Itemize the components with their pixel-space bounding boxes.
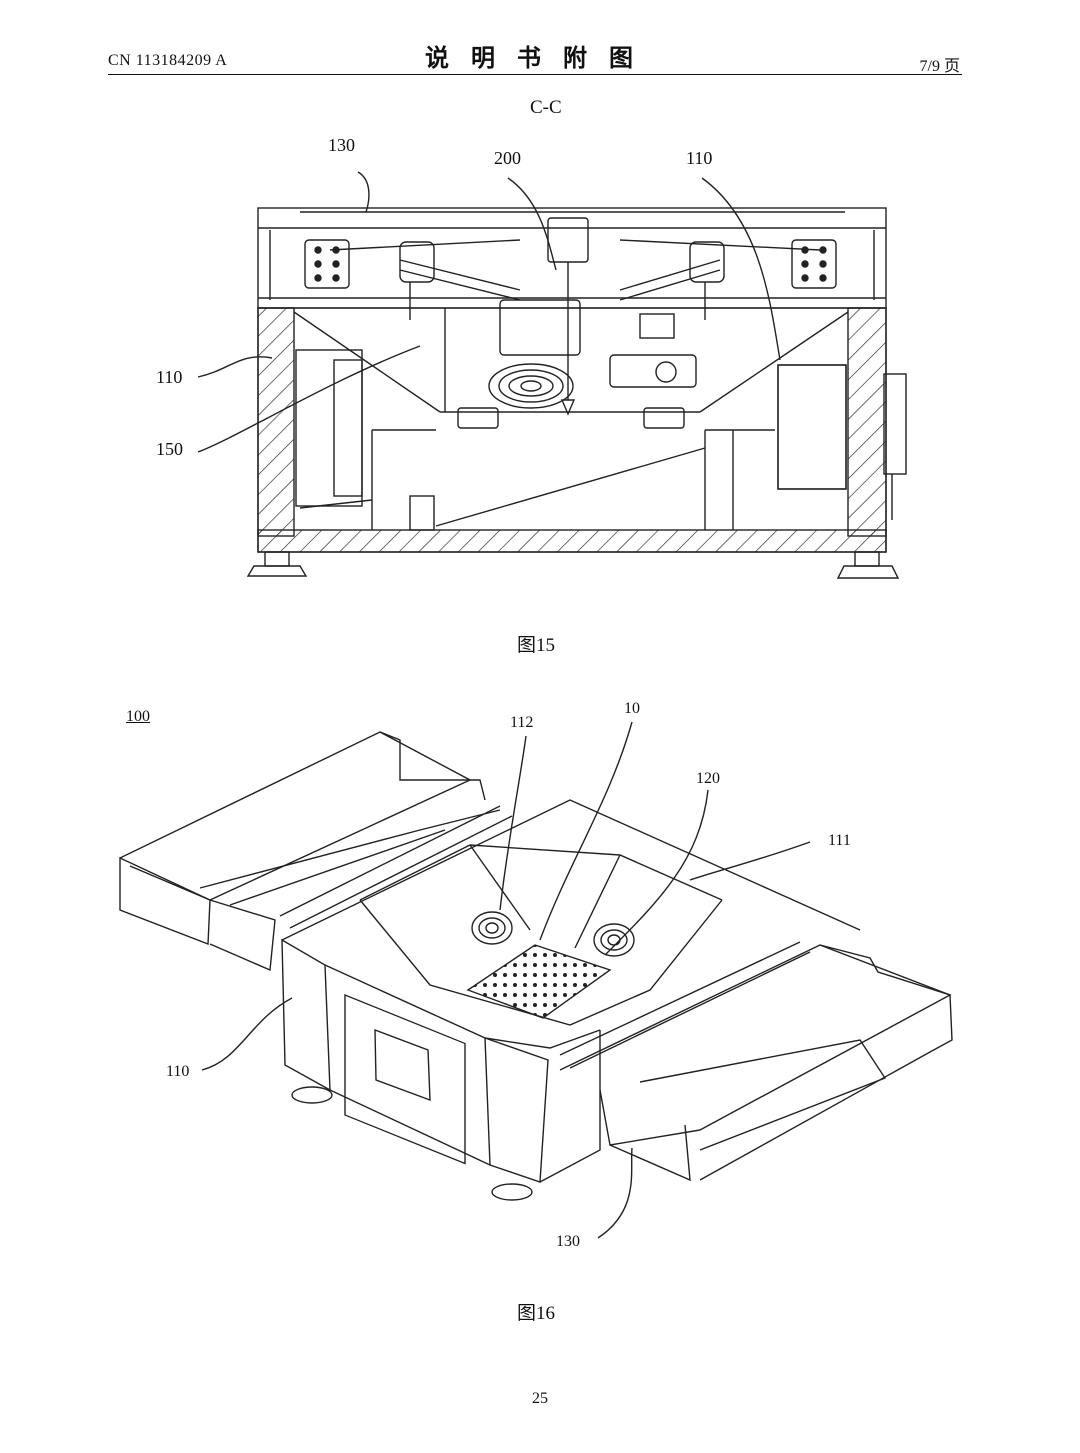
fig15-label-200: 200 xyxy=(494,148,521,168)
publication-number: CN 113184209 A xyxy=(108,52,228,69)
fig15-label-150: 150 xyxy=(156,439,183,459)
fig16-label-111: 111 xyxy=(828,832,851,849)
fig16-label-110: 110 xyxy=(166,1063,190,1080)
fig16-label-120: 120 xyxy=(696,770,720,787)
fig15-cabinet xyxy=(197,171,907,579)
fig16-label-130: 130 xyxy=(556,1233,580,1250)
page-number: 25 xyxy=(532,1390,548,1407)
fig16-label-10: 10 xyxy=(624,700,640,717)
page-count: 7/9 页 xyxy=(919,58,960,75)
figure-16-caption: 图16 xyxy=(516,1303,555,1324)
fig16-label-112: 112 xyxy=(510,714,534,731)
fig16-label-100: 100 xyxy=(126,708,150,725)
header-rule xyxy=(108,74,962,75)
fig15-label-110-right: 110 xyxy=(686,148,713,168)
fig15-label-130: 130 xyxy=(328,135,355,155)
fig15-label-110-left: 110 xyxy=(156,367,183,387)
section-label-cc: C-C xyxy=(530,97,562,118)
figure-15-caption: 图15 xyxy=(516,635,555,656)
page-title: 说明书附图 xyxy=(425,43,655,72)
fig16-station xyxy=(119,721,953,1239)
